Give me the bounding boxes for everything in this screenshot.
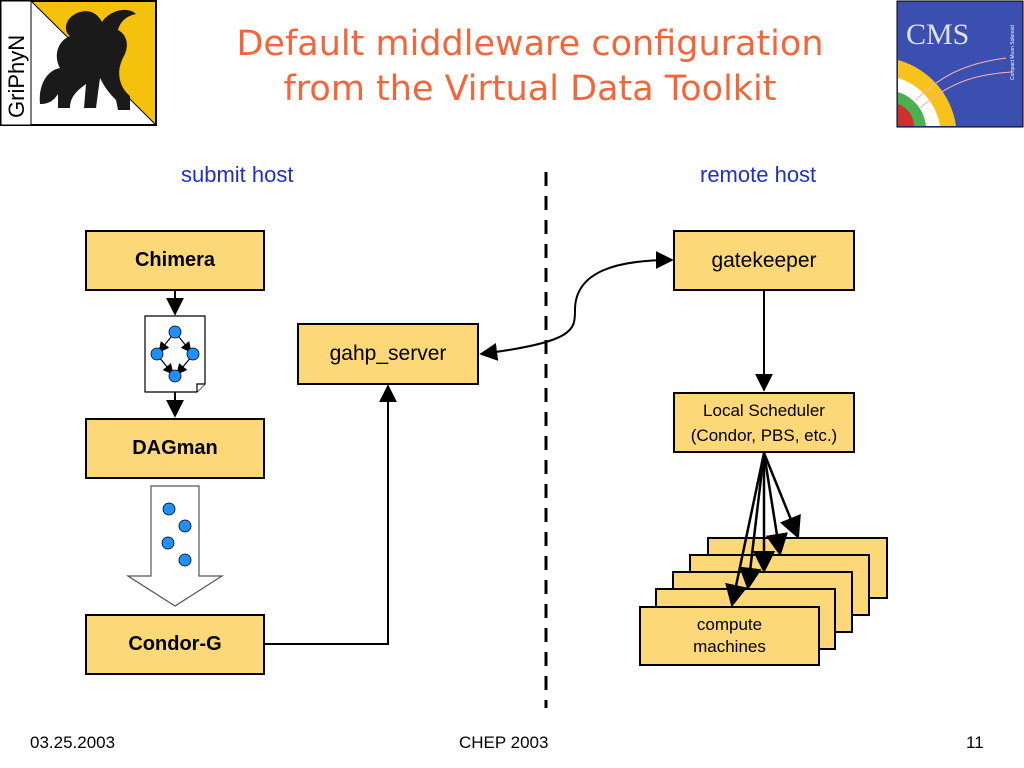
gahp-server-box: gahp_server [297, 323, 479, 385]
arrow-condorg-to-gahp [265, 384, 397, 645]
dag-document-icon [144, 315, 206, 393]
slide-title: Default middleware configuration from th… [170, 22, 890, 112]
submit-host-label: submit host [181, 162, 294, 187]
arrow-gahp-gatekeeper [479, 251, 674, 361]
title-line-1: Default middleware configuration [236, 24, 824, 64]
logo-right-subtext: Compact Muon Solenoid [1010, 25, 1016, 80]
title-line-2: from the Virtual Data Toolkit [283, 69, 777, 109]
local-scheduler-line-1: Local Scheduler [703, 400, 825, 420]
chimera-label: Chimera [134, 249, 216, 271]
footer-date: 03.25.2003 [30, 733, 116, 752]
condor-g-label: Condor-G [128, 633, 222, 655]
footer-event: CHEP 2003 [459, 733, 549, 752]
griphyn-logo: GriPhyN [0, 0, 157, 126]
dagman-box: DAGman [85, 418, 265, 479]
footer-page-number: 11 [966, 733, 984, 752]
compute-machines-box: compute machines [639, 606, 820, 666]
compute-line-2: machines [693, 637, 766, 656]
gatekeeper-box: gatekeeper [673, 230, 855, 291]
logo-left-text: GriPhyN [4, 35, 29, 118]
condor-g-box: Condor-G [85, 614, 265, 675]
cms-logo: CMS Compact Muon Solenoid [896, 0, 1024, 128]
local-scheduler-box: Local Scheduler (Condor, PBS, etc.) [673, 392, 855, 453]
job-flow-arrow [125, 485, 225, 607]
logo-right-text: CMS [906, 18, 969, 51]
remote-host-label: remote host [700, 162, 817, 187]
chimera-box: Chimera [85, 230, 265, 291]
compute-line-1: compute [696, 615, 763, 634]
dagman-label: DAGman [132, 437, 218, 459]
gahp-server-label: gahp_server [329, 342, 447, 365]
gatekeeper-label: gatekeeper [711, 248, 817, 272]
local-scheduler-line-2: (Condor, PBS, etc.) [690, 425, 838, 445]
